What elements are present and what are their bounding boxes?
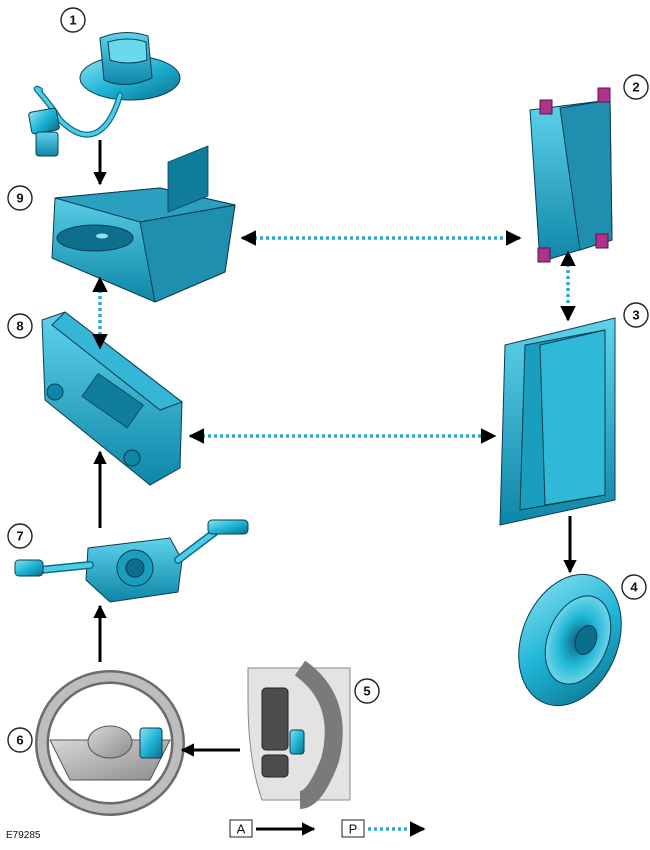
svg-text:4: 4 xyxy=(630,580,638,595)
legend-dotted: P xyxy=(341,819,426,838)
antenna-component xyxy=(28,32,181,157)
callout-7: 7 xyxy=(7,523,33,549)
legend-dotted-key: P xyxy=(349,822,358,837)
main-unit-component xyxy=(51,145,236,303)
svg-text:5: 5 xyxy=(363,684,370,699)
callout-4: 4 xyxy=(621,574,647,600)
callout-9: 9 xyxy=(7,185,33,211)
wheel-switch-detail xyxy=(247,660,351,809)
callout-6: 6 xyxy=(7,727,33,753)
callout-2: 2 xyxy=(623,74,649,100)
svg-text:6: 6 xyxy=(16,733,23,748)
svg-text:1: 1 xyxy=(69,13,76,28)
callout-3: 3 xyxy=(623,302,649,328)
callout-5: 5 xyxy=(354,678,380,704)
amplifier-component xyxy=(499,317,616,526)
speaker-component xyxy=(518,573,622,707)
legend-solid: A xyxy=(229,819,316,838)
callout-8: 8 xyxy=(7,313,33,339)
svg-text:8: 8 xyxy=(16,319,23,334)
column-switch-component xyxy=(14,519,249,603)
callout-1: 1 xyxy=(60,7,86,33)
connections xyxy=(92,140,577,757)
reference-code: E79285 xyxy=(6,830,41,841)
legend-solid-key: A xyxy=(237,822,246,837)
control-panel-component xyxy=(41,311,184,486)
svg-text:3: 3 xyxy=(632,308,639,323)
module-2-component xyxy=(529,87,613,263)
svg-text:2: 2 xyxy=(632,80,639,95)
steering-wheel-component xyxy=(35,670,185,816)
svg-text:9: 9 xyxy=(16,191,23,206)
svg-text:7: 7 xyxy=(16,529,23,544)
